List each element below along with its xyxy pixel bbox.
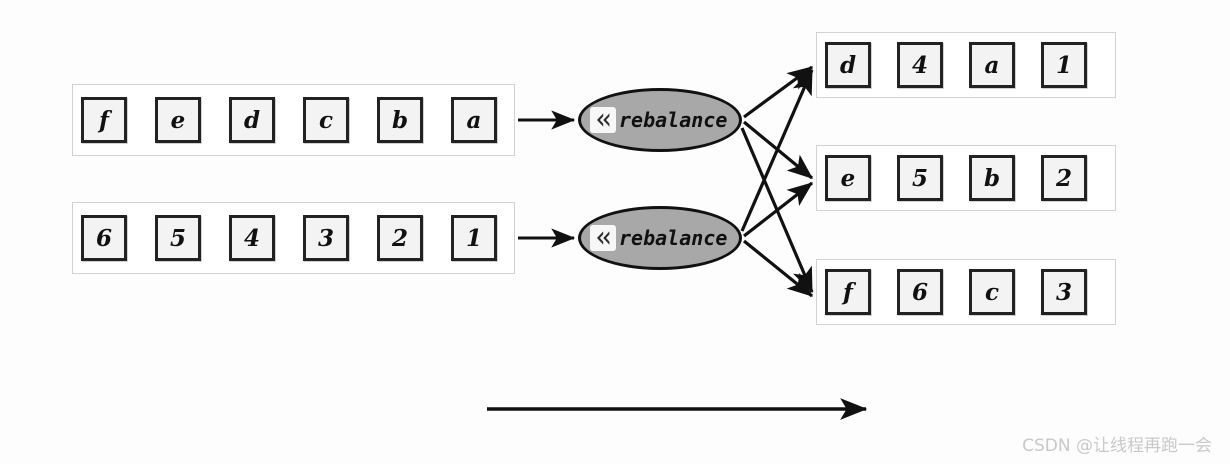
stream-cell: b: [969, 155, 1015, 201]
stream-cell: 6: [897, 269, 943, 315]
stream-cell: c: [303, 97, 349, 143]
stream-cell: 4: [897, 42, 943, 88]
stream-cell: 5: [897, 155, 943, 201]
downstream-partition-1: d 4 a 1: [816, 32, 1116, 98]
stream-cell: 3: [303, 215, 349, 261]
csdn-watermark: CSDN @让线程再跑一会: [1022, 436, 1212, 456]
stream-cell: b: [377, 97, 423, 143]
stream-cell: e: [825, 155, 871, 201]
stream-cell: 2: [1041, 155, 1087, 201]
arrow-op1-to-output2: [742, 120, 814, 180]
double-chevron-left-icon: [590, 225, 616, 251]
stream-cell: a: [969, 42, 1015, 88]
stream-cell: 1: [451, 215, 497, 261]
upstream-partition-2: 6 5 4 3 2 1: [72, 202, 515, 274]
stream-cell: f: [81, 97, 127, 143]
operator-label: rebalance: [619, 226, 728, 250]
downstream-partition-3: f 6 c 3: [816, 259, 1116, 325]
double-chevron-left-icon: [590, 107, 616, 133]
arrow-op2-to-output3: [742, 239, 814, 298]
upstream-partition-1: f e d c b a: [72, 84, 515, 156]
rebalance-operator-2[interactable]: rebalance: [578, 206, 742, 270]
stream-cell: 4: [229, 215, 275, 261]
stream-cell: 1: [1041, 42, 1087, 88]
stream-cell: 3: [1041, 269, 1087, 315]
arrow-op2-to-output2: [743, 181, 814, 238]
stream-cell: 6: [81, 215, 127, 261]
stream-cell: e: [155, 97, 201, 143]
stream-cell: d: [229, 97, 275, 143]
downstream-partition-2: e 5 b 2: [816, 145, 1116, 211]
stream-cell: d: [825, 42, 871, 88]
stream-cell: a: [451, 97, 497, 143]
stream-cell: 5: [155, 215, 201, 261]
stream-cell: f: [825, 269, 871, 315]
stream-cell: 2: [377, 215, 423, 261]
arrow-op2-to-output1: [740, 68, 814, 232]
operator-label: rebalance: [619, 108, 728, 132]
stream-cell: c: [969, 269, 1015, 315]
arrow-op1-to-output1: [743, 65, 814, 119]
rebalance-operator-1[interactable]: rebalance: [578, 88, 742, 152]
arrow-op1-to-output3: [740, 127, 814, 294]
